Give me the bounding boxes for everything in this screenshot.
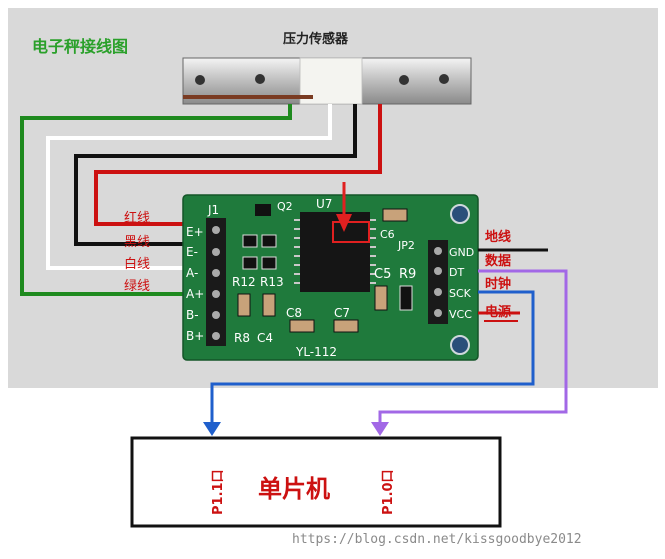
res-a [242, 234, 258, 248]
u7-label: U7 [316, 197, 332, 211]
c8-label: C8 [286, 306, 302, 320]
r12-label: R12 [232, 275, 256, 289]
black-wire-label: 黑线 [124, 235, 150, 250]
cap-c6 [382, 208, 408, 222]
sensor-wires [20, 104, 382, 296]
pin-e-plus: E+ [186, 225, 204, 239]
chip-u7 [300, 212, 370, 292]
mcu-port-right: P1.0口 [381, 469, 396, 515]
diagram-title: 电子秤接线图 [32, 37, 128, 56]
j1-header [206, 218, 226, 346]
sck-arrow-head [203, 422, 221, 436]
pin-e-minus: E- [186, 245, 198, 259]
board-model: YL-112 [295, 345, 337, 359]
jp2-label: JP2 [397, 239, 415, 252]
cap-c4 [262, 293, 276, 317]
mcu-port-left: P1.1口 [211, 469, 226, 515]
mcu-title: 单片机 [258, 475, 330, 503]
load-cell [182, 57, 472, 105]
data-label: 数据 [485, 253, 511, 269]
mount-hole-top [450, 204, 470, 224]
cap-c7 [333, 319, 359, 333]
dt-arrow-head [371, 422, 389, 436]
dt-wire [378, 269, 568, 428]
mcu-box [130, 436, 502, 528]
pin-a-minus: A- [186, 266, 198, 280]
signal-labels: 地线 数据 时钟 电源 [485, 229, 511, 320]
pin-gnd: GND [449, 246, 474, 259]
jp2-header [428, 240, 448, 324]
c6-label: C6 [380, 228, 395, 241]
sensor-label: 压力传感器 [283, 31, 349, 47]
power-label: 电源 [485, 304, 511, 320]
top-strip [0, 0, 665, 8]
res-r8 [237, 293, 251, 317]
res-c [261, 234, 277, 248]
ground-label: 地线 [485, 229, 511, 245]
c5-label: C5 [374, 267, 391, 282]
c4-label: C4 [257, 331, 273, 345]
transistor-q2 [255, 204, 271, 216]
green-wire [20, 104, 292, 296]
highlight-box [332, 221, 370, 243]
pin-b-minus: B- [186, 308, 199, 322]
module-wires [210, 248, 568, 428]
pin-a-plus: A+ [186, 287, 204, 301]
res-b [242, 256, 258, 270]
cap-c8 [289, 319, 315, 333]
pin-vcc: VCC [449, 308, 472, 321]
res-d [261, 256, 277, 270]
highlight-arrow-head [336, 214, 352, 232]
red-wire [94, 104, 382, 226]
red-wire-label: 红线 [124, 210, 150, 226]
hx711-board [182, 194, 479, 361]
q2-label: Q2 [277, 200, 293, 213]
r8-label: R8 [234, 331, 250, 345]
watermark: https://blog.csdn.net/kissgoodbye2012 [292, 532, 582, 547]
white-wire-label: 白线 [124, 256, 150, 272]
r13-label: R13 [260, 275, 284, 289]
silkscreen: J1 E+ E- A- A+ B- B+ Q2 U7 C6 JP2 GND DT… [186, 197, 474, 359]
cap-c5 [374, 285, 388, 311]
pin-b-plus: B+ [186, 329, 204, 343]
black-wire [74, 104, 357, 246]
c7-label: C7 [334, 306, 350, 320]
pin-dt: DT [449, 266, 464, 279]
pin-sck: SCK [449, 287, 472, 300]
sck-wire [210, 290, 535, 428]
r9-label: R9 [399, 267, 416, 282]
res-r9 [399, 285, 413, 311]
j1-label: J1 [207, 203, 219, 217]
mount-hole-bottom [450, 335, 470, 355]
clock-label: 时钟 [485, 276, 511, 292]
white-wire [46, 104, 332, 270]
green-wire-label: 绿线 [124, 279, 150, 294]
